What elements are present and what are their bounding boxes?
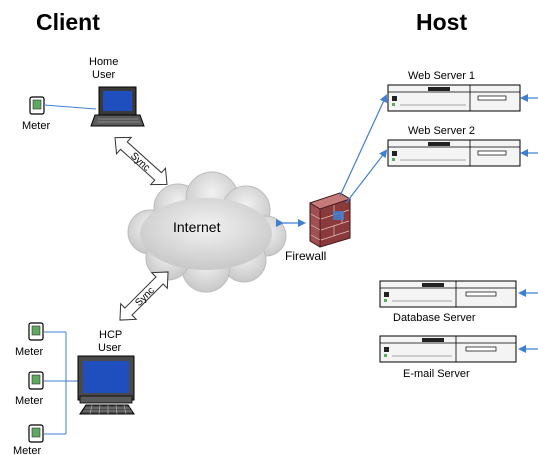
laptop-icon <box>90 86 145 127</box>
firewall-icon <box>309 192 351 248</box>
home-meter-label: Meter <box>22 120 50 132</box>
web-server-1-label: Web Server 1 <box>408 70 475 82</box>
web-server-2-icon <box>387 139 521 167</box>
hcp-meter-bracket <box>44 331 78 435</box>
firewall-web2-link <box>345 149 388 204</box>
home-meter-device <box>29 96 45 115</box>
hcp-sync-arrow-icon: Sync <box>119 271 169 321</box>
home-meter-link <box>43 104 97 110</box>
firewall-web1-link <box>339 94 388 197</box>
hcp-meter-2-device <box>28 371 44 390</box>
home-sync-arrow-icon: Sync <box>114 136 168 186</box>
hcp-user-label-1: HCP <box>99 329 122 341</box>
hcp-meter-3-label: Meter <box>13 445 41 455</box>
hcp-meter-1-label: Meter <box>15 346 43 358</box>
web-server-1-icon <box>387 84 521 112</box>
desktop-computer-icon <box>77 355 135 415</box>
client-heading: Client <box>36 9 100 35</box>
hcp-meter-2-label: Meter <box>15 395 43 407</box>
hcp-meter-3-device <box>28 424 44 443</box>
hcp-user-label-2: User <box>98 342 122 354</box>
database-server-label: Database Server <box>393 312 476 324</box>
internet-cloud-icon <box>127 171 287 293</box>
web-server-2-label: Web Server 2 <box>408 125 475 137</box>
internet-label: Internet <box>173 219 221 235</box>
hcp-meter-1-device <box>28 322 44 341</box>
email-server-icon <box>379 335 517 363</box>
home-user-label-1: Home <box>89 56 118 68</box>
host-heading: Host <box>416 9 467 35</box>
email-server-label: E-mail Server <box>403 368 470 380</box>
firewall-label: Firewall <box>285 249 326 263</box>
database-server-icon <box>379 280 517 308</box>
home-user-label-2: User <box>92 69 116 81</box>
